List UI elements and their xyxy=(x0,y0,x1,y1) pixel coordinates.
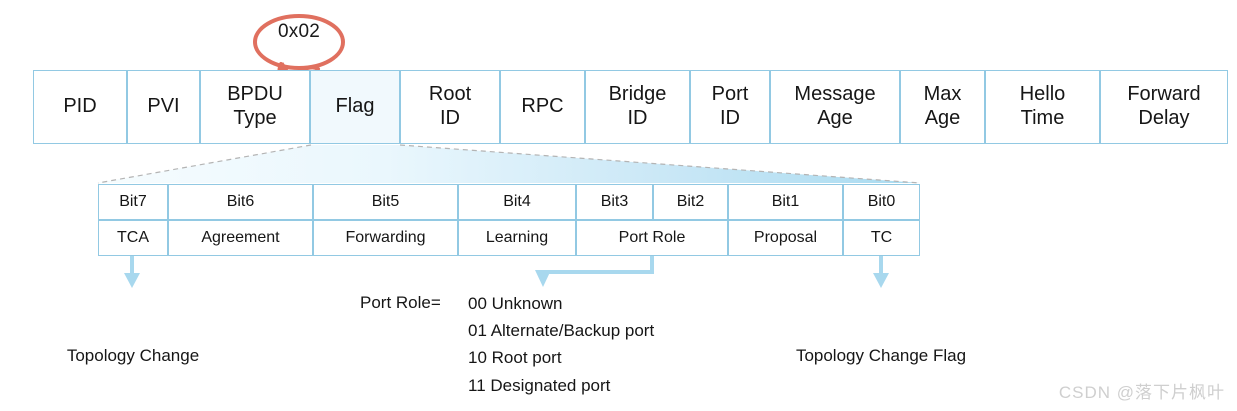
tc-arrow xyxy=(873,256,889,288)
bpdu-field-rpc[interactable]: RPC xyxy=(500,70,585,144)
bpdu-field-label: RPC xyxy=(521,95,564,118)
callout-container: 0x02 xyxy=(255,8,355,80)
bpdu-field-label: Forward Delay xyxy=(1127,83,1201,129)
bpdu-field-root-id[interactable]: Root ID xyxy=(400,70,500,144)
bit-value-label: TC xyxy=(870,228,893,246)
bit-header-bit1[interactable]: Bit1 xyxy=(728,184,843,220)
bit-header-label: Bit5 xyxy=(371,192,400,210)
bit-value-label: Proposal xyxy=(753,228,818,246)
bpdu-field-label: BPDU Type xyxy=(227,83,283,129)
port-role-annotation-prefix: Port Role= xyxy=(360,293,441,312)
bpdu-field-flag[interactable]: Flag xyxy=(310,70,400,144)
bit-value-tca[interactable]: TCA xyxy=(98,220,168,256)
bpdu-field-message-age[interactable]: Message Age xyxy=(770,70,900,144)
bpdu-field-max-age[interactable]: Max Age xyxy=(900,70,985,144)
bpdu-field-label: Bridge ID xyxy=(608,83,667,129)
bit-value-label: Port Role xyxy=(618,228,686,246)
bpdu-field-label: Root ID xyxy=(428,83,472,129)
bit-header-bit0[interactable]: Bit0 xyxy=(843,184,920,220)
bit-value-port-role[interactable]: Port Role xyxy=(576,220,728,256)
bpdu-field-label: Message Age xyxy=(794,83,876,129)
bit-value-proposal[interactable]: Proposal xyxy=(728,220,843,256)
port-role-option: 01 Alternate/Backup port xyxy=(468,321,655,341)
bit-header-label: Bit2 xyxy=(676,192,705,210)
bpdu-field-port-id[interactable]: Port ID xyxy=(690,70,770,144)
port-role-bracket-arrow xyxy=(535,256,654,287)
bit-header-label: Bit0 xyxy=(867,192,896,210)
bpdu-field-bridge-id[interactable]: Bridge ID xyxy=(585,70,690,144)
bpdu-field-pvi[interactable]: PVI xyxy=(127,70,200,144)
bit-header-label: Bit3 xyxy=(600,192,629,210)
bit-header-bit4[interactable]: Bit4 xyxy=(458,184,576,220)
bpdu-field-label: Port ID xyxy=(711,83,749,129)
tc-annotation: Topology Change Flag xyxy=(756,290,1006,411)
port-role-option: 11 Designated port xyxy=(468,375,611,395)
bit-header-label: Bit7 xyxy=(119,192,147,210)
bit-value-label: Agreement xyxy=(201,228,280,246)
bit-header-label: Bit1 xyxy=(771,192,800,210)
bit-value-label: Forwarding xyxy=(345,228,426,246)
bit-value-learning[interactable]: Learning xyxy=(458,220,576,256)
bpdu-field-pid[interactable]: PID xyxy=(33,70,127,144)
tca-arrow xyxy=(124,256,140,288)
tca-annotation-line1: Topology Change xyxy=(66,345,200,365)
bpdu-field-label: Hello Time xyxy=(1019,83,1066,129)
bit-header-bit5[interactable]: Bit5 xyxy=(313,184,458,220)
bit-value-forwarding[interactable]: Forwarding xyxy=(313,220,458,256)
bit-header-label: Bit6 xyxy=(226,192,255,210)
tca-annotation: Topology Change Acknowledgment Flag xyxy=(10,290,256,411)
csdn-watermark: CSDN @落下片枫叶 xyxy=(1058,383,1225,402)
bit-header-bit2[interactable]: Bit2 xyxy=(653,184,728,220)
flag-funnel-connector xyxy=(97,144,921,184)
callout-value: 0x02 xyxy=(277,21,320,42)
bpdu-field-label: PID xyxy=(63,95,97,118)
bit-header-label: Bit4 xyxy=(503,192,531,210)
bit-header-bit3[interactable]: Bit3 xyxy=(576,184,653,220)
bpdu-field-label: PVI xyxy=(147,95,180,118)
bpdu-field-label: Max Age xyxy=(923,83,962,129)
bit-header-bit7[interactable]: Bit7 xyxy=(98,184,168,220)
bpdu-field-bpdu-type[interactable]: BPDU Type xyxy=(200,70,310,144)
port-role-option-list: 00 Unknown 01 Alternate/Backup port 10 R… xyxy=(468,290,654,399)
port-role-option: 00 Unknown xyxy=(468,294,563,313)
bit-value-label: TCA xyxy=(117,228,149,246)
bit-value-agreement[interactable]: Agreement xyxy=(168,220,313,256)
bit-header-bit6[interactable]: Bit6 xyxy=(168,184,313,220)
bit-value-label: Learning xyxy=(485,228,549,246)
bpdu-field-forward-delay[interactable]: Forward Delay xyxy=(1100,70,1228,144)
bit-value-tc[interactable]: TC xyxy=(843,220,920,256)
port-role-option: 10 Root port xyxy=(468,348,562,368)
tc-annotation-line1: Topology Change Flag xyxy=(795,345,967,365)
bpdu-field-label: Flag xyxy=(335,95,375,118)
bpdu-field-hello-time[interactable]: Hello Time xyxy=(985,70,1100,144)
